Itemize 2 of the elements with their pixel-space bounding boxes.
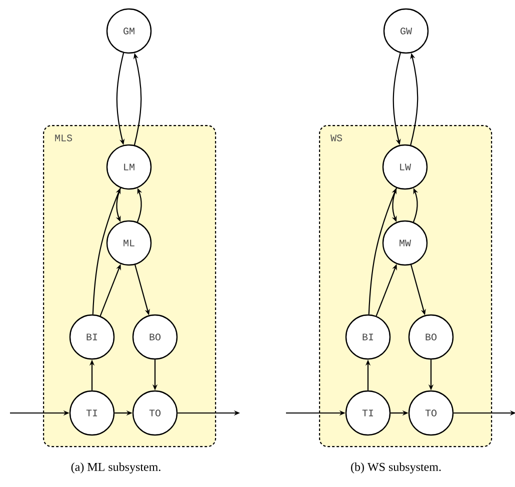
caption: (b) WS subsystem. [351,462,441,474]
caption: (a) ML subsystem. [71,462,160,474]
